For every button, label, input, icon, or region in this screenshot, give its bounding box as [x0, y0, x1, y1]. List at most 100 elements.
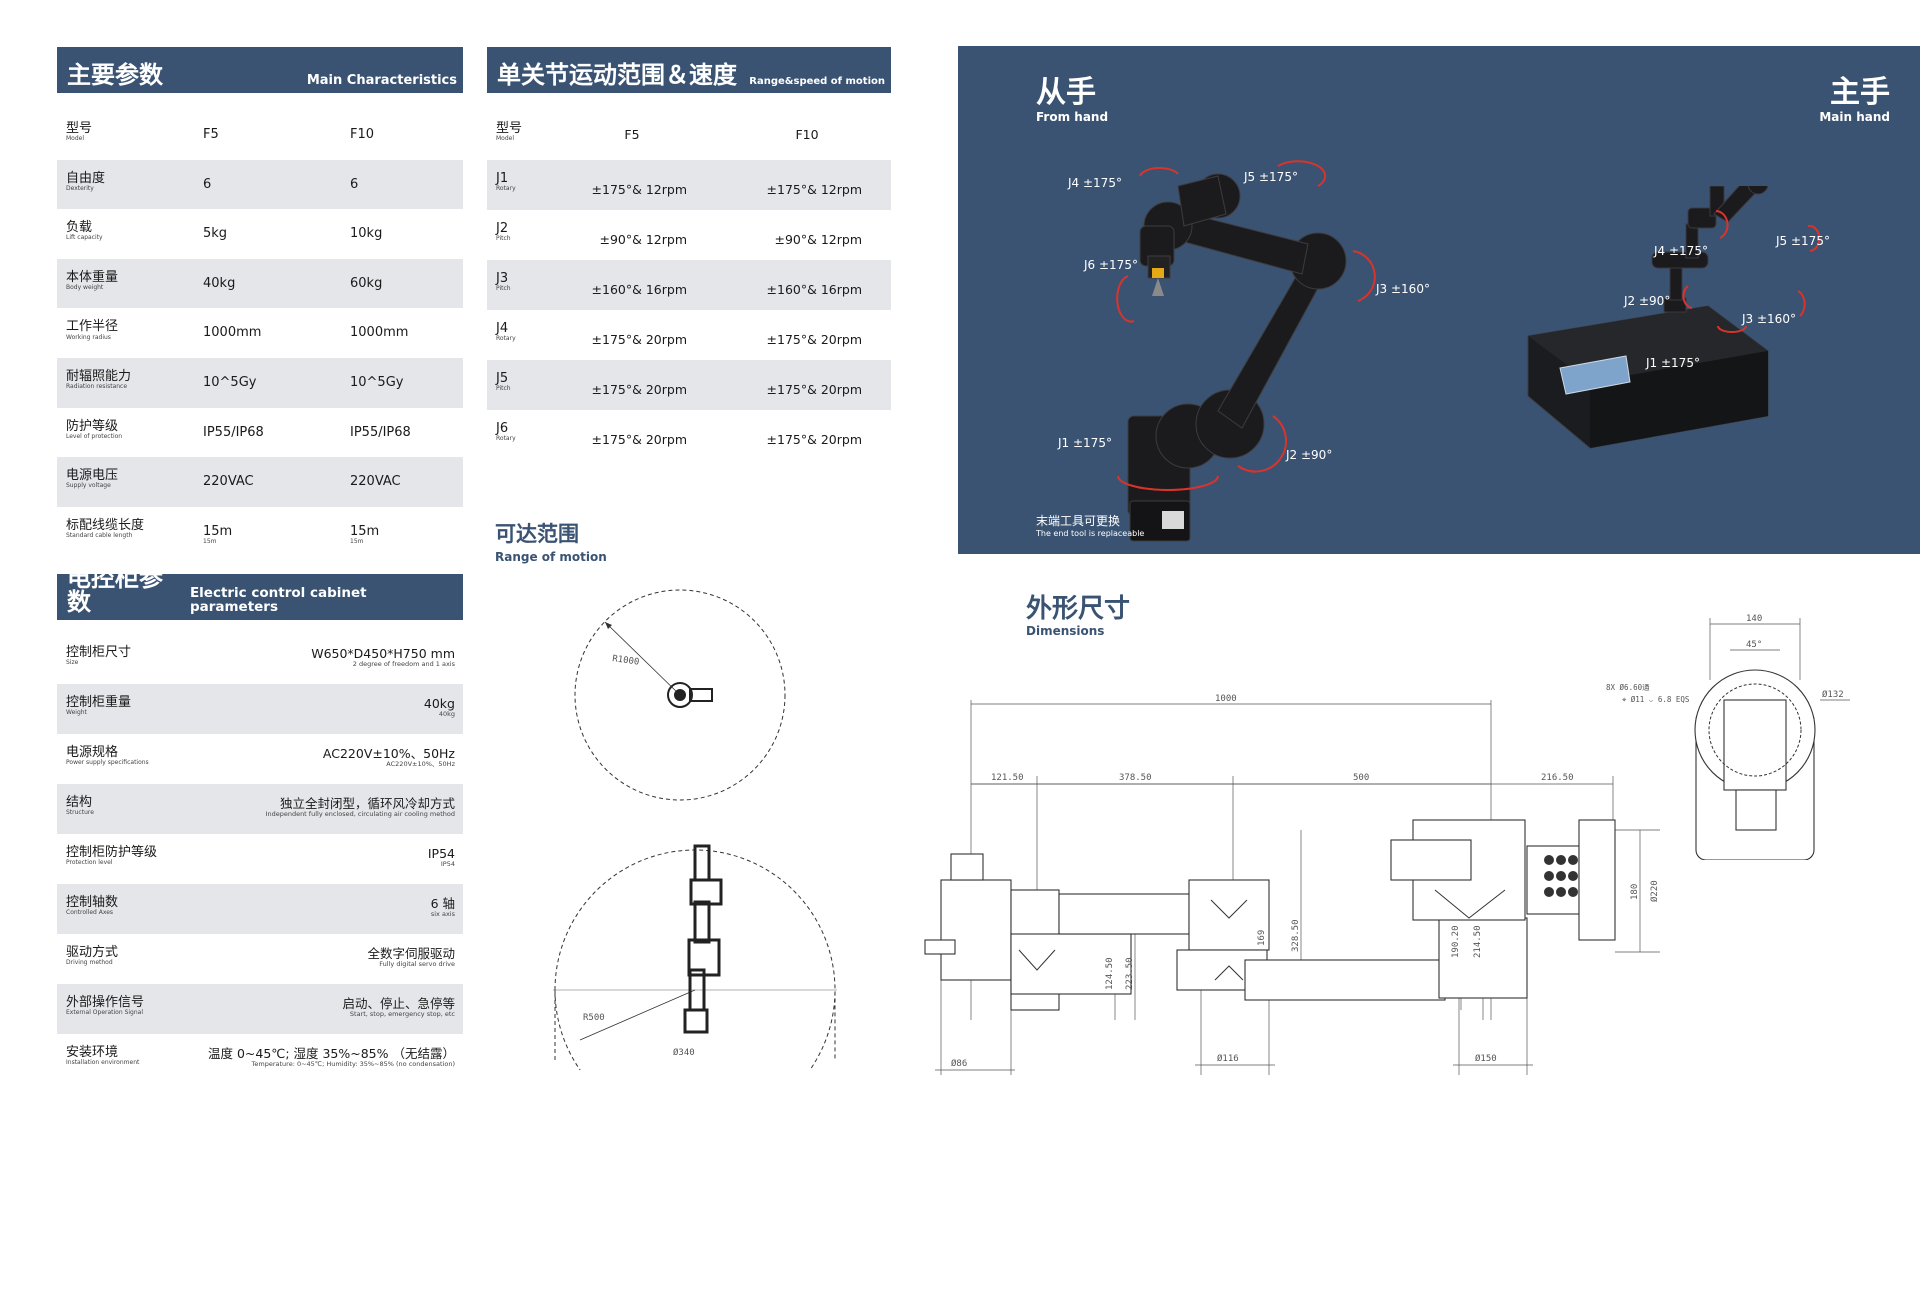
dim-d116: Ø116 — [1217, 1053, 1239, 1064]
main-row-f10: IP55/IP68 — [350, 425, 411, 440]
joint-row-label-en: Model — [496, 135, 515, 143]
joint-row-label-en: Pitch — [496, 385, 511, 393]
cabinet-row-value-sub: AC220V±10%、50Hz — [386, 760, 455, 768]
cabinet-row-value-text: 40kg — [423, 696, 455, 711]
joint-row-f5: ±175°& 12rpm — [591, 182, 687, 197]
main-row-label-en: Dexterity — [66, 184, 94, 192]
range-title-zh: 可达范围 — [495, 522, 579, 546]
from-hand-title-zh: 从手 — [1036, 75, 1096, 110]
cabinet-row-label-zh: 安装环境 — [66, 1045, 119, 1060]
cabinet-row-label-zh: 电源规格 — [66, 745, 119, 760]
end-tool-note: 末端工具可更换 The end tool is replaceable — [1036, 512, 1144, 538]
cabinet-row-label-en: Controlled Axes — [66, 909, 114, 917]
cabinet-row-value-text: 启动、停止、急停等 — [342, 996, 455, 1011]
dim-214: 214.50 — [1473, 925, 1483, 958]
from-hand-title: 从手 From hand — [1036, 75, 1108, 125]
cabinet-row-value-sub: Independent fully enclosed, circulating … — [265, 810, 455, 818]
main-row-f5-value: 15m — [203, 523, 233, 539]
main-row-f5-value: F5 — [203, 127, 219, 142]
main-hand-j5-label: J5 ±175° — [1776, 234, 1830, 248]
joint-range-header: 单关节运动范围＆速度 Range&speed of motion — [487, 47, 891, 93]
end-tool-note-zh: 末端工具可更换 — [1036, 514, 1121, 528]
joint-row-f10: ±175°& 20rpm — [766, 432, 862, 447]
main-row-label-zh: 负载 — [66, 220, 93, 236]
cabinet-row-label-zh: 外部操作信号 — [66, 995, 145, 1010]
cabinet-row-label-zh: 控制柜重量 — [66, 695, 132, 710]
main-hand-title-en: Main hand — [1819, 110, 1890, 124]
main-row-label-en: Model — [66, 135, 85, 143]
joint-row-f10: ±175°& 20rpm — [766, 332, 862, 347]
main-row-label-zh: 工作半径 — [66, 319, 119, 335]
joint-row-f5: ±175°& 20rpm — [591, 332, 687, 347]
from-hand-j6-label: J6 ±175° — [1084, 258, 1138, 272]
joint-row-label-zh: J2 — [496, 221, 509, 236]
joint-row-f5: F5 — [624, 127, 640, 142]
range-r1000-label: R1000 — [612, 654, 640, 668]
main-hand-j4-label: J4 ±175° — [1654, 244, 1708, 258]
main-hand-arrows — [1682, 210, 1821, 333]
cabinet-title-zh-text: 电控柜参数 — [67, 564, 163, 616]
joint-row-f10: ±175°& 20rpm — [766, 382, 862, 397]
cabinet-row-value-text: AC220V±10%、50Hz — [322, 746, 455, 761]
joint-row-f5: ±175°& 20rpm — [591, 432, 687, 447]
main-row-f10: 60kg — [350, 276, 382, 291]
joint-range-title-zh: 单关节运动范围＆速度 — [497, 61, 737, 89]
main-row-f10: F10 — [350, 127, 374, 142]
cabinet-row-value: 温度 0~45℃; 湿度 35%~85% （无结露）Temperature: 0… — [125, 1046, 455, 1068]
main-hand-title: 主手 Main hand — [1788, 78, 1890, 125]
main-row-f10-value: 15m — [350, 523, 380, 539]
cabinet-row-label-en: Installation environment — [66, 1059, 140, 1067]
from-hand-j4-label: J4 ±175° — [1068, 176, 1122, 190]
main-hand-j2-label: J2 ±90° — [1624, 294, 1671, 308]
main-row-f10: 10kg — [350, 226, 382, 241]
main-row-f5: 220VAC — [203, 474, 254, 489]
range-d340-label: Ø340 — [673, 1047, 695, 1058]
main-row-f5: 6 — [203, 177, 211, 192]
dimensions-title-zh: 外形尺寸 — [1026, 594, 1131, 624]
cabinet-row-label-zh: 控制柜防护等级 — [66, 845, 158, 860]
main-row-f5-value: 220VAC — [203, 474, 254, 490]
main-row-f10: 1000mm — [350, 325, 408, 340]
cabinet-row-label-en: Driving method — [66, 959, 113, 967]
main-row-f10-value: 6 — [350, 176, 359, 192]
main-row-f5: IP55/IP68 — [203, 425, 264, 440]
dim-top-holes: 8X Ø6.60通 — [1606, 682, 1650, 692]
range-title-en: Range of motion — [495, 550, 607, 564]
main-row-f5-sub: 15m — [203, 537, 217, 545]
from-hand-arrows — [1116, 160, 1376, 491]
cabinet-header: 电控柜参数 Electric control cabinet parameter… — [57, 566, 463, 620]
cabinet-row-value-text: 温度 0~45℃; 湿度 35%~85% （无结露） — [207, 1046, 455, 1061]
main-row-f10-value: 1000mm — [350, 325, 409, 341]
main-row-label-en: Standard cable length — [66, 532, 133, 540]
main-row-label-zh: 防护等级 — [66, 418, 119, 434]
main-row-f10-value: 10kg — [350, 226, 383, 242]
main-row-label-zh: 自由度 — [66, 170, 106, 186]
main-row-label-zh: 电源电压 — [66, 468, 119, 484]
from-hand-j5-label: J5 ±175° — [1244, 170, 1298, 184]
dim-top-hole-spec: ⌖ Ø11 ⌵ 6.8 EQS — [1622, 695, 1690, 704]
